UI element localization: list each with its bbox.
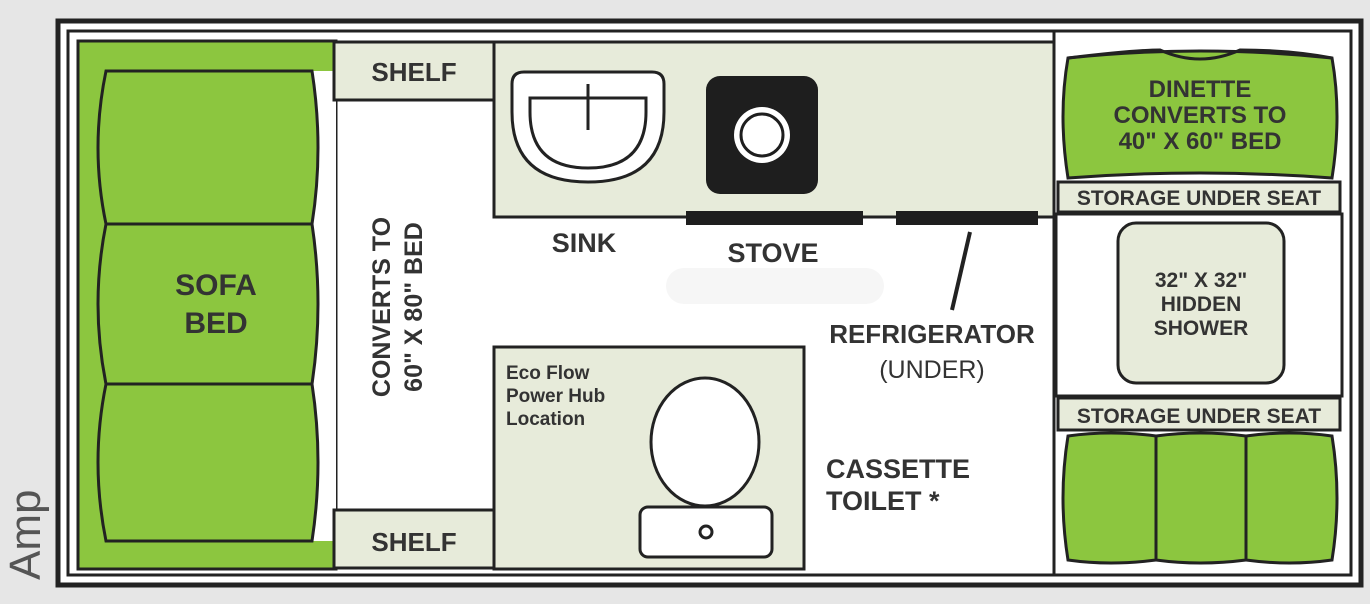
toilet-label-line1: CASSETTE xyxy=(826,454,970,484)
galley-counter xyxy=(492,40,1056,311)
redacted-blur xyxy=(666,268,884,304)
dinette-label-line3: 40" X 60" BED xyxy=(1119,128,1282,155)
ecoflow-label-line1: Eco Flow xyxy=(506,363,590,384)
shower-label-line2: HIDDEN xyxy=(1161,293,1242,316)
ecoflow-label-line3: Location xyxy=(506,409,585,430)
converts-label-line2: 60" X 80" BED xyxy=(400,222,428,392)
dinette-top-seat: DINETTE CONVERTS TO 40" X 60" BED xyxy=(1061,48,1339,180)
stove-front-bar xyxy=(686,211,863,225)
stove-label: STOVE xyxy=(727,238,818,268)
model-label-box: Amp xyxy=(2,490,50,580)
shelf-bottom: SHELF xyxy=(332,508,496,570)
dinette-bottom-seat xyxy=(1061,431,1339,565)
storage-top: STORAGE UNDER SEAT xyxy=(1056,180,1342,214)
storage-top-label: STORAGE UNDER SEAT xyxy=(1077,187,1321,210)
sofa-label-line1: SOFA xyxy=(175,269,257,302)
refrigerator-pointer xyxy=(950,231,972,311)
shower-area: 32" X 32" HIDDEN SHOWER xyxy=(1054,212,1344,398)
toilet-icon xyxy=(638,376,774,559)
sink-basin xyxy=(510,70,666,184)
sofa-cushion-middle xyxy=(96,222,320,386)
shelf-top-label: SHELF xyxy=(371,57,456,87)
sofa-cushion-bottom xyxy=(96,382,320,543)
dinette-label-line2: CONVERTS TO xyxy=(1114,102,1287,129)
toilet-label-line2: TOILET * xyxy=(826,486,940,516)
sink-label: SINK xyxy=(552,228,617,258)
shelf-top: SHELF xyxy=(332,40,496,102)
storage-bottom: STORAGE UNDER SEAT xyxy=(1056,396,1342,432)
converts-label-line1: CONVERTS TO xyxy=(368,217,396,397)
sofa-cushion-top xyxy=(96,69,320,226)
sofa-label-line2: BED xyxy=(184,307,247,340)
refrigerator-note: (UNDER) xyxy=(879,356,985,384)
shower-label-line1: 32" X 32" xyxy=(1155,269,1247,292)
refrigerator-label: REFRIGERATOR xyxy=(829,319,1035,349)
storage-bottom-label: STORAGE UNDER SEAT xyxy=(1077,405,1321,428)
stove-cooktop xyxy=(706,76,818,194)
dinette-label-line1: DINETTE xyxy=(1149,76,1252,103)
bathroom-area: Eco Flow Power Hub Location xyxy=(492,345,806,571)
fridge-front-bar xyxy=(896,211,1038,225)
sofa-bed: SOFA BED xyxy=(76,39,338,571)
model-label: Amp xyxy=(2,490,50,580)
converts-to-label: CONVERTS TO 60" X 80" BED xyxy=(368,217,428,397)
ecoflow-label-line2: Power Hub xyxy=(506,386,605,407)
shelf-bottom-label: SHELF xyxy=(371,527,456,557)
shower-label-line3: SHOWER xyxy=(1154,317,1249,340)
